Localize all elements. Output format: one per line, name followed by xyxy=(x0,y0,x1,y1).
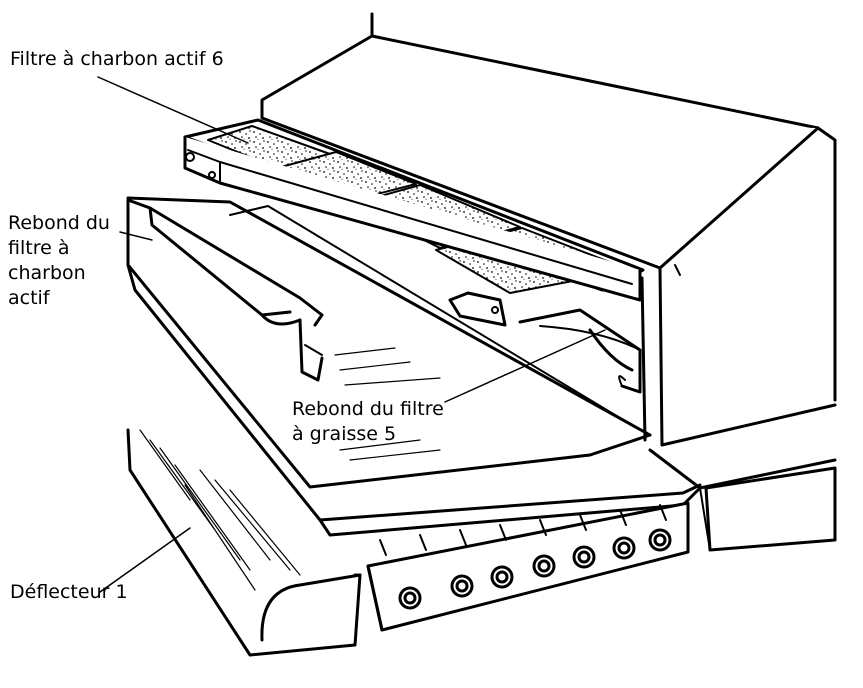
hood-housing xyxy=(260,12,837,447)
leader-charcoal-filter xyxy=(97,76,249,144)
label-charcoal-rail-line-1: Rebond du xyxy=(8,212,110,234)
leader-lines xyxy=(97,76,606,593)
label-grease-rail-line-1: Rebond du filtre xyxy=(292,398,444,420)
label-grease-filter-rail: Rebond du filtre à graisse 5 xyxy=(292,397,444,447)
label-charcoal-filter-rail: Rebond du filtre à charbon actif xyxy=(8,211,110,311)
interior-hatching xyxy=(334,347,441,461)
leader-grease-rail xyxy=(444,329,606,403)
label-charcoal-filter: Filtre à charbon actif 6 xyxy=(10,47,224,72)
label-deflector: Déflecteur 1 xyxy=(10,580,128,605)
label-charcoal-rail-line-4: actif xyxy=(8,287,50,309)
label-charcoal-rail-line-3: charbon xyxy=(8,262,86,284)
label-grease-rail-line-2: à graisse 5 xyxy=(292,423,397,445)
label-charcoal-filter-text: Filtre à charbon actif 6 xyxy=(10,48,224,70)
control-knobs xyxy=(398,528,672,610)
grease-filter-rail xyxy=(518,308,642,394)
charcoal-filter-rail xyxy=(126,198,324,382)
label-deflector-text: Déflecteur 1 xyxy=(10,581,128,603)
control-strip xyxy=(318,448,837,632)
label-charcoal-rail-line-2: filtre à xyxy=(8,237,70,259)
leader-deflector xyxy=(99,527,191,593)
charcoal-filter xyxy=(183,118,645,327)
deflector xyxy=(126,428,362,657)
leader-charcoal-rail xyxy=(119,231,153,241)
